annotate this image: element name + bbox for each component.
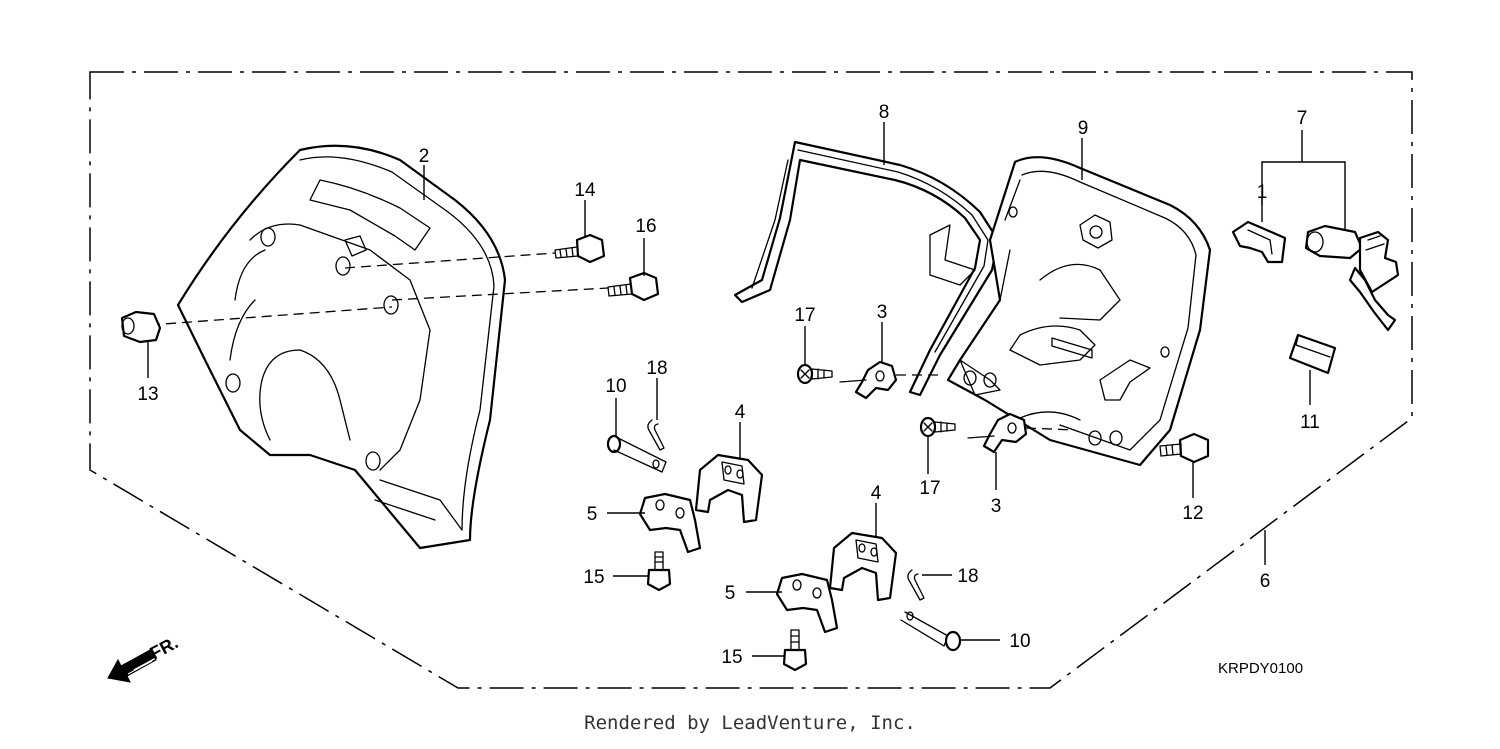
callout-1: 1 (1257, 182, 1268, 203)
callout-6: 6 (1260, 571, 1271, 592)
part-7-key-cylinder[interactable] (1304, 224, 1400, 332)
part-10-pin-lower[interactable] (900, 611, 962, 652)
callout-13: 13 (137, 384, 158, 405)
callout-11: 11 (1300, 412, 1320, 433)
callout-17-lower: 17 (919, 478, 940, 499)
assembly-boundary (89, 71, 1413, 689)
callout-10-lower: 10 (1009, 631, 1030, 652)
part-12-bolt[interactable] (1159, 432, 1210, 464)
part-9-inner-box[interactable] (929, 156, 1212, 467)
callout-5-lower: 5 (725, 583, 736, 604)
render-credit: Rendered by LeadVenture, Inc. (584, 712, 916, 734)
callout-4-upper: 4 (735, 402, 746, 423)
part-1-clip[interactable] (1231, 220, 1287, 264)
part-3-latch-upper[interactable] (839, 360, 898, 400)
part-10-pin-upper[interactable] (606, 434, 667, 473)
callout-7: 7 (1297, 108, 1308, 129)
callout-12: 12 (1182, 503, 1203, 524)
part-18-cotter-lower[interactable] (907, 569, 925, 601)
part-13-grommet[interactable] (120, 310, 162, 344)
part-3-latch-lower[interactable] (967, 412, 1028, 454)
callout-8: 8 (879, 102, 890, 123)
part-5-bracket-lower[interactable] (775, 572, 839, 634)
callout-15-lower: 15 (721, 647, 742, 668)
front-direction-arrow: FR. (107, 632, 181, 683)
callout-2: 2 (419, 146, 430, 167)
part-4-hinge-upper[interactable] (694, 453, 764, 524)
diagram-code: KRPDY0100 (1218, 660, 1303, 677)
callout-15-upper: 15 (583, 567, 604, 588)
part-16-bolt[interactable] (607, 271, 660, 302)
part-15-bolt-upper[interactable] (646, 551, 672, 592)
callout-10-upper: 10 (605, 376, 626, 397)
callout-16: 16 (635, 216, 656, 237)
part-14-bolt[interactable] (554, 233, 606, 264)
callout-3-lower: 3 (991, 496, 1002, 517)
part-17-screw-lower[interactable] (919, 416, 956, 438)
callout-18-lower: 18 (957, 566, 978, 587)
callout-14: 14 (574, 180, 596, 201)
callout-3-upper: 3 (877, 302, 888, 323)
part-4-hinge-lower[interactable] (828, 531, 898, 602)
callout-17-upper: 17 (794, 305, 815, 326)
part-18-cotter-upper[interactable] (647, 419, 665, 451)
part-5-bracket-upper[interactable] (638, 492, 702, 554)
callout-4-lower: 4 (871, 483, 882, 504)
part-17-screw-upper[interactable] (796, 363, 833, 385)
part-11-pad[interactable] (1288, 333, 1337, 375)
part-2-front-cover[interactable] (176, 144, 507, 550)
callout-18-upper: 18 (646, 358, 667, 379)
part-15-bolt-lower[interactable] (782, 629, 808, 672)
part-8-seal[interactable] (733, 140, 1000, 397)
callout-5-upper: 5 (587, 504, 598, 525)
callout-9: 9 (1078, 118, 1089, 139)
